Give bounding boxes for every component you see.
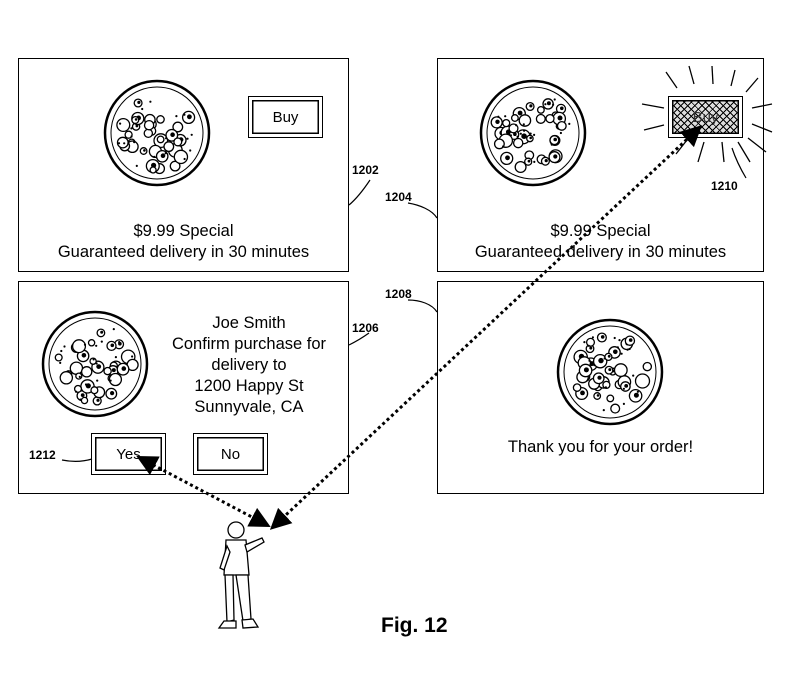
confirm-text: delivery to [211, 356, 287, 374]
pizza-image [103, 79, 211, 187]
highlight-glow [641, 65, 773, 163]
delivery-text: Guaranteed delivery in 30 minutes [57, 243, 310, 261]
leader-1210 [731, 147, 747, 179]
pizza-image [41, 310, 149, 418]
ref-1210: 1210 [711, 179, 738, 193]
customer-name: Joe Smith [212, 314, 286, 332]
yes-button[interactable]: Yes [91, 433, 166, 475]
leader-1204 [407, 202, 438, 219]
pointing-ray-to-buy [269, 125, 703, 530]
price-text: $9.99 Special [133, 222, 234, 240]
figure-caption: Fig. 12 [381, 614, 448, 637]
leader-1208 [407, 299, 438, 313]
leader-1206 [348, 332, 370, 346]
leader-1212 [61, 458, 93, 462]
ref-1212: 1212 [29, 448, 56, 462]
leader-1202 [348, 179, 371, 206]
pointing-ray-to-yes [136, 456, 271, 527]
person-figure [217, 521, 265, 629]
buy-button-highlighted[interactable]: Buy [668, 96, 743, 138]
